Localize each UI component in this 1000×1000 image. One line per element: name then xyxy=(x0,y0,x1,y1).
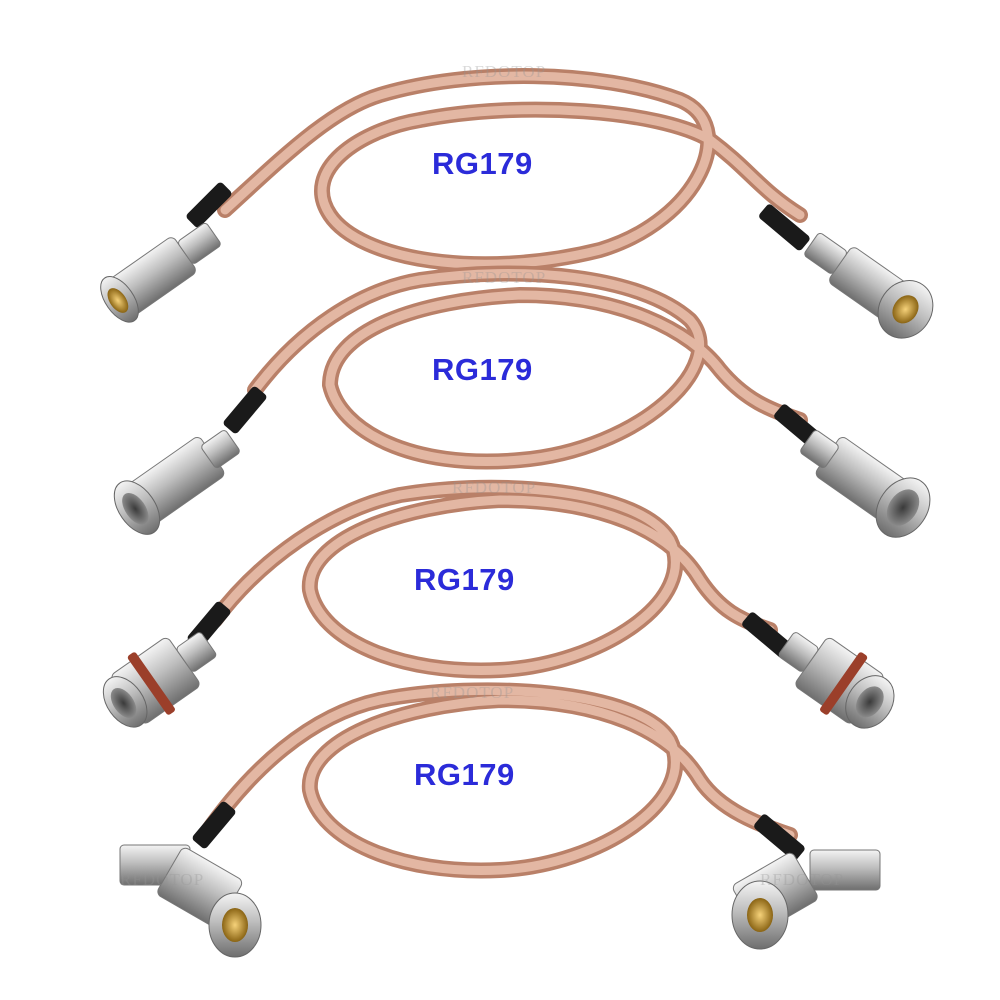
bnc-right-angle-connector-right xyxy=(731,849,881,950)
cable-assembly-3 xyxy=(102,479,895,729)
cable-type-label-1: RG179 xyxy=(432,146,533,181)
heatshrink-sleeve xyxy=(192,801,236,849)
bnc-bulkhead-connector-right xyxy=(778,632,895,729)
heatshrink-sleeve xyxy=(223,386,267,434)
cable-type-label-4: RG179 xyxy=(414,757,515,792)
bnc-male-connector-right xyxy=(804,232,934,339)
cable-assembly-2 xyxy=(113,265,931,538)
heatshrink-sleeve xyxy=(186,182,232,228)
cable-type-label-3: RG179 xyxy=(414,562,515,597)
heatshrink-sleeve xyxy=(742,612,793,659)
cable-assembly-1 xyxy=(100,68,934,339)
bnc-right-angle-connector-left xyxy=(119,844,262,958)
bnc-female-connector-left xyxy=(113,430,240,535)
cable-type-label-2: RG179 xyxy=(432,352,533,387)
bnc-male-connector-left xyxy=(100,222,221,323)
heatshrink-sleeve xyxy=(759,204,810,251)
bnc-bulkhead-connector-left xyxy=(102,632,217,728)
heatshrink-sleeve xyxy=(754,814,805,861)
cable-assembly-4 xyxy=(119,682,881,958)
bnc-female-connector-right xyxy=(800,430,931,538)
